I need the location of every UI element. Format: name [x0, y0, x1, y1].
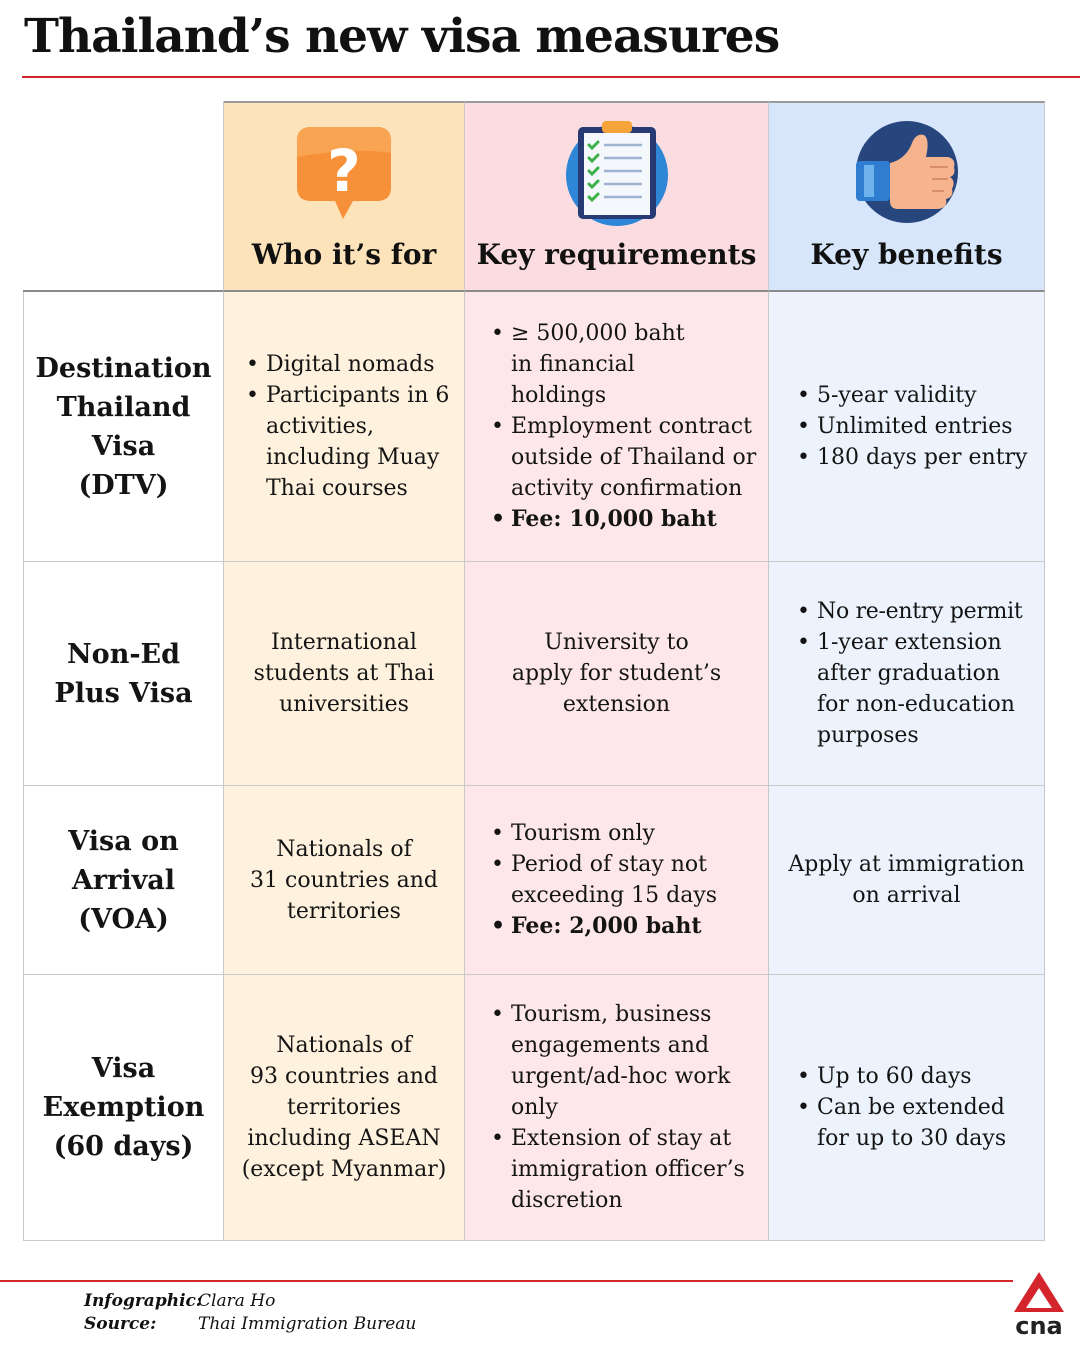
bullet-item: Tourism only	[491, 818, 768, 849]
row-name-line: Non-Ed	[67, 638, 180, 670]
text-line: students at Thai	[253, 661, 435, 686]
non-ed-requirements: University to apply for student’s extens…	[465, 562, 769, 786]
voa-who: Nationals of 31 countries and territorie…	[224, 786, 465, 975]
dtv-requirements: ≥ 500,000 baht in financial holdings Emp…	[465, 292, 769, 562]
row-name-visa-exemption: Visa Exemption (60 days)	[23, 975, 224, 1241]
text-line: apply for student’s	[511, 661, 722, 686]
row-name-line: (VOA)	[78, 903, 169, 935]
row-name-line: Visa	[91, 1053, 156, 1084]
row-name-dtv: Destination Thailand Visa (DTV)	[23, 292, 224, 562]
row-name-line: Exemption	[42, 1092, 205, 1123]
infographic-credit: Clara Ho	[198, 1291, 276, 1311]
bullet-item: Participants in 6 activities, including …	[246, 380, 464, 504]
dtv-benefits: 5-year validity Unlimited entries 180 da…	[769, 292, 1045, 562]
visa-table: ? Who it’s for Key requirements	[23, 101, 1045, 1241]
bullet-item-fee: Fee: 10,000 baht	[491, 504, 768, 535]
bullet-item: Up to 60 days	[797, 1061, 1044, 1092]
text-line: territories	[287, 1095, 401, 1120]
footer-divider	[0, 1280, 1013, 1282]
row-name-line: Arrival	[71, 864, 176, 896]
text-line: Apply at immigration	[788, 852, 1025, 877]
speech-bubble-question-icon: ?	[297, 127, 391, 219]
header-req: Key requirements	[465, 101, 769, 292]
text-line: 31 countries and	[250, 867, 438, 893]
bullet-item: Tourism, business engagements and urgent…	[491, 999, 768, 1123]
bullet-item: Period of stay not exceeding 15 days	[491, 849, 768, 911]
text-line: Nationals of	[276, 836, 412, 862]
exemption-benefits: Up to 60 days Can be extended for up to …	[769, 975, 1045, 1241]
source-label: Source:	[84, 1314, 157, 1334]
svg-text:?: ?	[327, 137, 361, 205]
dtv-who: Digital nomads Participants in 6 activit…	[224, 292, 465, 562]
bullet-item: 1-year extension after graduation for no…	[797, 627, 1044, 751]
text-line: Nationals of	[276, 1033, 412, 1058]
text-line: extension	[562, 692, 671, 717]
logo-text: cna	[1015, 1312, 1063, 1338]
row-name-non-ed-plus: Non-Ed Plus Visa	[23, 562, 224, 786]
row-name-voa: Visa on Arrival (VOA)	[23, 786, 224, 975]
checklist-clipboard-icon	[565, 121, 668, 226]
credits: Infographic: Clara Ho Source: Thai Immig…	[84, 1290, 416, 1336]
bullet-item: Employment contract outside of Thailand …	[491, 411, 768, 504]
bullet-item: No re-entry permit	[797, 596, 1044, 627]
text-line: 93 countries and	[250, 1064, 438, 1089]
row-name-line: Visa on	[68, 825, 179, 857]
header-ben-label: Key benefits	[810, 238, 1003, 271]
text-line: including ASEAN	[247, 1126, 441, 1151]
thumbs-up-icon	[855, 121, 958, 223]
voa-requirements: Tourism only Period of stay not exceedin…	[465, 786, 769, 975]
row-name-line: Plus Visa	[54, 677, 193, 709]
voa-benefits: Apply at immigration on arrival	[769, 786, 1045, 975]
bullet-item: 5-year validity	[797, 380, 1044, 411]
infographic-label: Infographic:	[84, 1291, 203, 1311]
bullet-item: Can be extended for up to 30 days	[797, 1092, 1044, 1154]
text-line: on arrival	[852, 883, 961, 908]
title-divider	[22, 76, 1080, 78]
table-corner	[23, 101, 224, 292]
bullet-item: Unlimited entries	[797, 411, 1044, 442]
row-name-line: Destination	[35, 352, 212, 384]
exemption-requirements: Tourism, business engagements and urgent…	[465, 975, 769, 1241]
row-name-line: Visa	[91, 430, 156, 462]
row-name-line: (60 days)	[53, 1131, 194, 1162]
text-line: International	[271, 630, 417, 655]
page-title: Thailand’s new visa measures	[24, 9, 780, 64]
bullet-item: Extension of stay at immigration officer…	[491, 1123, 768, 1216]
bullet-item-fee: Fee: 2,000 baht	[491, 911, 768, 942]
non-ed-who: International students at Thai universit…	[224, 562, 465, 786]
bullet-item: Digital nomads	[246, 349, 464, 380]
header-who-label: Who it’s for	[251, 238, 437, 271]
header-who: ? Who it’s for	[224, 101, 465, 292]
bullet-item: 180 days per entry	[797, 442, 1044, 473]
text-line: University to	[544, 630, 689, 655]
row-name-line: (DTV)	[78, 469, 169, 501]
non-ed-benefits: No re-entry permit 1-year extension afte…	[769, 562, 1045, 786]
bullet-item: ≥ 500,000 baht in financial holdings	[491, 318, 768, 411]
text-line: territories	[287, 898, 401, 924]
row-name-line: Thailand	[56, 391, 191, 423]
header-ben: Key benefits	[769, 101, 1045, 292]
exemption-who: Nationals of 93 countries and territorie…	[224, 975, 465, 1241]
text-line: (except Myanmar)	[241, 1157, 447, 1182]
cna-logo: cna	[1014, 1272, 1064, 1338]
text-line: universities	[279, 692, 409, 717]
source-credit: Thai Immigration Bureau	[198, 1314, 417, 1334]
header-req-label: Key requirements	[476, 238, 757, 271]
